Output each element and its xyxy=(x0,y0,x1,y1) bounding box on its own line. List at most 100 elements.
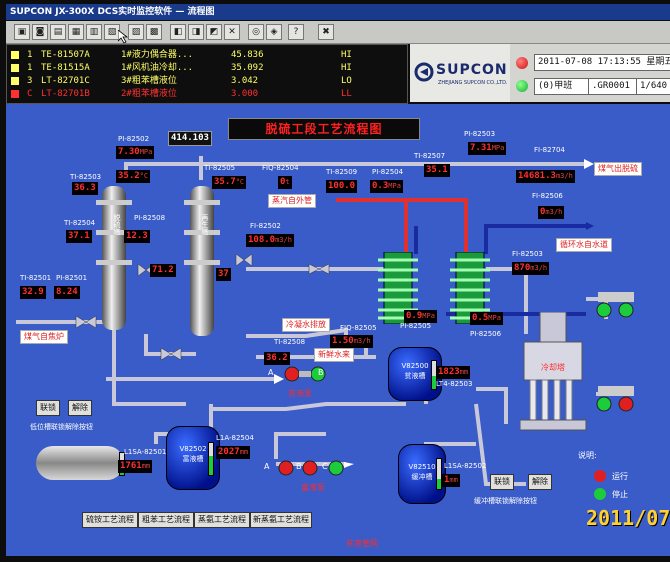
tag-label: FIQ-82505 xyxy=(340,324,377,332)
value-fi82503[interactable]: 870m3/h xyxy=(512,262,550,275)
cooler-label: 冷却塔 xyxy=(541,363,565,372)
value-l1sa82501[interactable]: 1761mm xyxy=(118,460,153,473)
value-pi82505[interactable]: 0.9MPa xyxy=(404,310,437,323)
value-box[interactable]: 414.103 xyxy=(168,131,212,146)
value-pi82503[interactable]: 7.31MPa xyxy=(468,142,507,155)
value-ti82501[interactable]: 32.9 xyxy=(20,286,46,299)
legend-title: 说明: xyxy=(578,451,597,460)
info-icon[interactable]: ◈ xyxy=(266,24,282,40)
nav-crude-benzene-button[interactable]: 粗苯工艺流程 xyxy=(138,512,194,528)
nav-new-ammonia-button[interactable]: 新蒸氨工艺流程 xyxy=(250,512,312,528)
panel-icon[interactable]: ▨ xyxy=(128,24,144,40)
release-button[interactable]: 解除 xyxy=(68,400,92,416)
tag-label: TI-82508 xyxy=(274,338,306,346)
pump-letter: B xyxy=(296,462,302,471)
status-panel: 2011-07-08 17:13:55 星期五 (0)甲班 .GR0001 1/… xyxy=(510,44,670,102)
nav-ammonium-sulfate-button[interactable]: 硫铵工艺流程 xyxy=(82,512,138,528)
value-ti82509[interactable]: 100.0 xyxy=(326,180,358,193)
interlock-caption: 缓冲槽联锁解除按钮 xyxy=(474,497,537,505)
value-v123[interactable]: 12.3 xyxy=(124,230,150,243)
lean-pump-icon[interactable] xyxy=(278,362,338,386)
legend-stop-icon xyxy=(594,488,606,500)
tag-label: TI-82509 xyxy=(326,168,358,176)
interlock-button[interactable]: 联锁 xyxy=(36,400,60,416)
value-pi82502[interactable]: 7.30MPa xyxy=(116,146,155,159)
nav-ammonia-distillation-button[interactable]: 蒸氨工艺流程 xyxy=(194,512,250,528)
fan-icon[interactable] xyxy=(594,384,640,414)
value-pi82504[interactable]: 0.3MPa xyxy=(370,180,403,193)
legend-stop-label: 停止 xyxy=(612,490,628,499)
value-fi82704[interactable]: 14681.3m3/h xyxy=(516,170,575,183)
toolbar: ▣ ◙ ▤ ▦ ▥ ▧ ▨ ▩ ◧ ◨ ◩ ✕ ◎ ◈ ? ✖ xyxy=(6,21,670,44)
value-ti82505[interactable]: 35.7°C xyxy=(212,176,247,189)
tag-label: TI-82505 xyxy=(204,164,236,172)
value-ti82503[interactable]: 36.3 xyxy=(72,182,98,195)
diagram-title: 脱硫工段工艺流程图 xyxy=(228,118,420,140)
value-ti82507[interactable]: 35.1 xyxy=(424,164,450,177)
release-button[interactable]: 解除 xyxy=(528,474,552,490)
fan-icon[interactable] xyxy=(594,290,640,320)
alarm-marker-icon xyxy=(11,50,19,59)
refresh-icon[interactable]: ◎ xyxy=(248,24,264,40)
pump-letter: C xyxy=(322,462,328,471)
rich-pump-icon[interactable] xyxy=(274,456,354,480)
page-display[interactable]: 1/640 xyxy=(636,78,670,95)
value-fi82502[interactable]: 108.0m3/h xyxy=(246,234,294,247)
image-icon[interactable]: ◧ xyxy=(170,24,186,40)
logo-subtext: ZHEJIANG SUPCON CO.,LTD. xyxy=(438,80,508,86)
tank-id: V82510 xyxy=(408,463,436,471)
mouse-cursor-icon xyxy=(118,30,128,44)
lean-pump-label: 贫液泵 xyxy=(288,389,312,398)
table-icon[interactable]: ◩ xyxy=(206,24,222,40)
alarm-icon[interactable]: ▤ xyxy=(50,24,66,40)
value-v712[interactable]: 71.2 xyxy=(150,264,176,277)
supcon-logo-icon xyxy=(414,62,434,82)
tag-label: PI-82504 xyxy=(372,168,404,176)
value-ti82504[interactable]: 37.1 xyxy=(66,230,92,243)
process-flow-diagram: 脱硫工段工艺流程图 脱硫塔 再生塔 冷却塔 V82500 贫液槽 xyxy=(6,104,670,556)
tag-label: FI-82503 xyxy=(512,250,543,258)
cond-drain-label: 冷凝水排放 xyxy=(282,318,330,332)
value-fi82506[interactable]: 0m3/h xyxy=(538,206,565,219)
help-icon[interactable]: ? xyxy=(288,24,304,40)
tower2-label: 再生塔 xyxy=(201,214,209,235)
tag-label: PI-82501 xyxy=(56,274,88,282)
cooling-tower-icon xyxy=(520,312,587,431)
value-fiq82504[interactable]: 0t xyxy=(278,176,292,189)
value-pi82506[interactable]: 0.5MPa xyxy=(470,312,503,325)
print-icon[interactable]: ◙ xyxy=(32,24,48,40)
value-fiq82505[interactable]: 1.50m3/h xyxy=(330,335,373,348)
value-pi82501[interactable]: 8.24 xyxy=(54,286,80,299)
supcon-logo: SUPCON ZHEJIANG SUPCON CO.,LTD. xyxy=(410,44,510,102)
value-lt82503[interactable]: 1823mm xyxy=(436,366,471,379)
value-v37[interactable]: 37 xyxy=(216,268,231,281)
interlock-button[interactable]: 联锁 xyxy=(490,474,514,490)
low-level-tank[interactable] xyxy=(36,446,124,480)
value-ti82508[interactable]: 36.2 xyxy=(264,352,290,365)
value-lt82504[interactable]: 2027mm xyxy=(216,446,251,459)
tank-name: 缓冲槽 xyxy=(411,473,433,481)
alarm-marker-icon xyxy=(11,76,19,85)
value-v352[interactable]: 35.2°C xyxy=(116,170,151,183)
data-icon[interactable]: ◨ xyxy=(188,24,204,40)
shift-display: (0)甲班 xyxy=(534,78,589,95)
open-icon[interactable]: ▣ xyxy=(14,24,30,40)
grid-icon[interactable]: ▦ xyxy=(68,24,84,40)
pump-letter: A xyxy=(264,462,270,471)
overview-icon[interactable]: ▩ xyxy=(146,24,162,40)
alarm-green-lamp xyxy=(516,80,528,92)
close-icon[interactable]: ✕ xyxy=(224,24,240,40)
interlock-caption: 低位槽联锁解除按钮 xyxy=(30,423,93,431)
steam-label: 蒸汽自外管 xyxy=(268,194,316,208)
trend-icon[interactable]: ▥ xyxy=(86,24,102,40)
value-l1sa82502[interactable]: 1mm xyxy=(442,474,460,487)
exit-icon[interactable]: ✖ xyxy=(318,24,334,40)
level-gauge xyxy=(436,458,442,490)
tank-name: 富液槽 xyxy=(182,455,204,463)
alarm-red-lamp xyxy=(516,57,528,69)
pump-letter: A xyxy=(268,368,274,377)
